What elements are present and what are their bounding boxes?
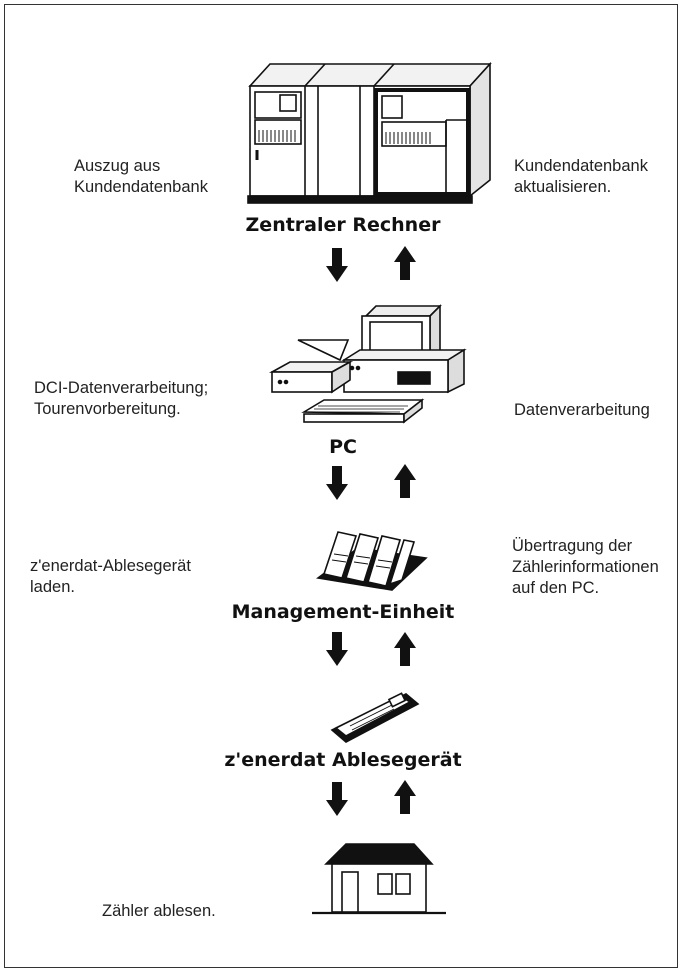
arrow-up-icon — [394, 780, 416, 814]
arrow-down-icon — [326, 782, 348, 816]
note-right-pc: Datenverarbeitung — [514, 401, 650, 419]
arrow-up-icon — [394, 464, 416, 498]
note-right-central: Kundendatenbank aktualisieren. — [514, 157, 648, 196]
arrow-down-icon — [326, 632, 348, 666]
diagram-frame — [4, 4, 678, 968]
note-right-mgmt: Übertragung der Zählerinformationen auf … — [512, 537, 659, 597]
handheld-reader-icon — [330, 692, 420, 743]
arrow-up-icon — [394, 246, 416, 280]
arrow-down-icon — [326, 466, 348, 500]
docking-station-icon — [316, 531, 428, 591]
caption-pc: PC — [329, 436, 357, 458]
caption-mgmt: Management-Einheit — [231, 601, 455, 623]
mainframe-icon — [247, 61, 492, 204]
house-icon — [312, 843, 446, 915]
caption-reader: z'enerdat Ablesegerät — [224, 749, 462, 771]
pc-icon — [268, 304, 467, 424]
note-left-central: Auszug aus Kundendatenbank — [74, 157, 208, 196]
arrow-up-icon — [394, 632, 416, 666]
note-left-pc: DCI-Datenverarbeitung; Tourenvorbereitun… — [34, 379, 209, 418]
arrow-down-icon — [326, 248, 348, 282]
caption-central: Zentraler Rechner — [245, 214, 441, 236]
note-left-mgmt: z'enerdat-Ablesegerät laden. — [30, 557, 191, 596]
note-left-house: Zähler ablesen. — [102, 902, 216, 920]
